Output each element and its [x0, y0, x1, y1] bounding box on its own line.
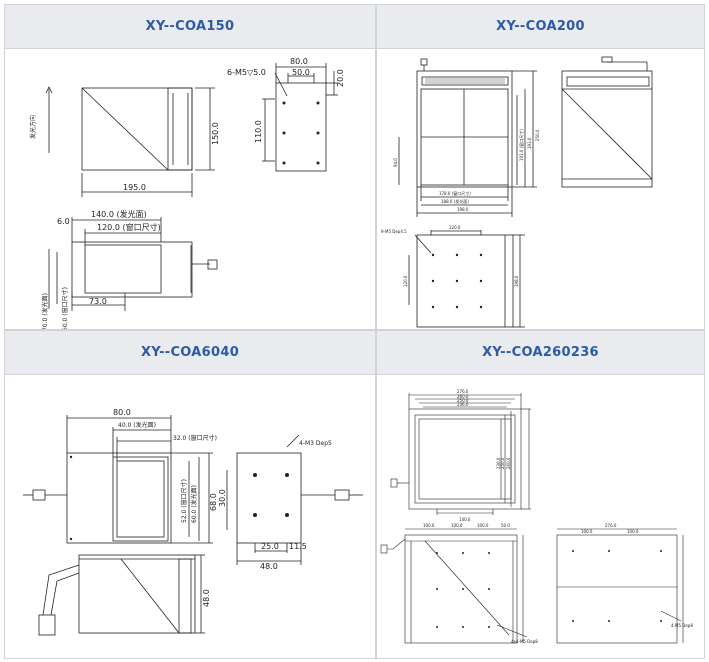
dim-140: 140.0 [459, 517, 471, 522]
dim-30: 30.0 [218, 489, 227, 507]
dim-198v: 198.0 [514, 275, 519, 287]
dim-r100b: 100.0 [627, 529, 639, 534]
holes-note-right: 4-M5 Dep8 [671, 623, 693, 628]
dim-80: 80.0 [113, 408, 131, 417]
dim-50: 50.0 [292, 68, 310, 77]
holes-note: 9-M5 Dep4.5 [381, 229, 407, 234]
dim-32: 32.0 (窗口尺寸) [173, 434, 217, 442]
coa260236-drawing: 276.0 260.0 250.0 236.0 140.0 236.0 250.… [380, 389, 693, 644]
dim-20: 20.0 [336, 69, 345, 87]
dim-v236: 236.0 [496, 457, 501, 469]
panel-coa200: XY--COA200 [376, 4, 705, 330]
dim-178: 178.0 (窗口尺寸) [439, 190, 471, 196]
dim-v250: 250.0 [500, 457, 505, 469]
dim-191: 191.0 (窗口尺寸) [518, 129, 524, 161]
dim-68: 68.0 [209, 493, 218, 511]
dim-140: 140.0 (发光面) [91, 209, 147, 219]
panel-title: XY--COA6040 [5, 331, 375, 375]
dim-73: 73.0 [89, 297, 107, 306]
dim-60: 60.0 (窗口尺寸) [61, 287, 69, 330]
coa150-drawing: 发光方向 195.0 150.0 80.0 50.0 20.0 110.0 6-… [29, 57, 345, 330]
panel-title: XY--COA150 [5, 5, 375, 49]
panel-title: XY--COA200 [377, 5, 704, 49]
panel-coa150: XY--COA150 [4, 4, 376, 330]
dim-80: 80.0 [290, 57, 308, 66]
dim-40: 40.0 (发光面) [118, 421, 156, 429]
dim-120: 120.0 [449, 225, 461, 230]
panel-title: XY--COA260236 [377, 331, 704, 375]
dim-side4: 50.0 [501, 523, 510, 528]
dim-188: 188.0 (发光面) [441, 198, 469, 204]
dim-48v: 48.0 [202, 589, 211, 607]
coa200-drawing: 178.0 (窗口尺寸) 188.0 (发光面) 198.0 191.0 (窗口… [381, 56, 653, 328]
dim-v260: 260.0 [506, 457, 511, 469]
holes-note: 6-M5▽5.0 [227, 68, 266, 77]
dim-11: 11.5 [289, 542, 307, 551]
holes-note: 4-M3 Dep5 [299, 440, 332, 447]
dim-195: 195.0 [123, 183, 146, 192]
dim-250: 250.0 [457, 398, 469, 403]
dim-52: 52.0 (窗口尺寸) [180, 479, 188, 523]
dim-150: 150.0 [211, 122, 220, 145]
dim-120v: 120.0 [403, 275, 408, 287]
dim-236: 236.0 [457, 402, 469, 407]
dim-198: 198.0 [457, 207, 469, 212]
emit-direction-label: 发光方向 [29, 115, 37, 139]
dim-side1: 100.0 [423, 523, 435, 528]
dim-260: 260.0 [457, 394, 469, 399]
dim-48: 48.0 [260, 562, 278, 571]
dim-94: 94.0 [393, 158, 398, 167]
dim-250: 250.0 [535, 129, 540, 141]
coa6040-drawing: 80.0 40.0 (发光面) 32.0 (窗口尺寸) 52.0 (窗口尺寸) … [23, 408, 363, 636]
panel-coa6040: XY--COA6040 [4, 330, 376, 659]
dim-r100a: 100.0 [581, 529, 593, 534]
dim-side3: 100.0 [477, 523, 489, 528]
dim-120: 120.0 (窗口尺寸) [97, 222, 161, 232]
dim-25: 25.0 [261, 542, 279, 551]
dim-60: 60.0 (发光面) [190, 485, 198, 523]
dim-110: 110.0 [254, 120, 263, 143]
dim-r276: 276.0 [605, 523, 617, 528]
dim-70: 70.0 (发光面) [41, 293, 49, 330]
dim-276: 276.0 [457, 389, 469, 394]
dim-6: 6.0 [57, 217, 70, 226]
dim-side2: 100.0 [451, 523, 463, 528]
holes-note-left: 4x4-M5 Dep8 [511, 639, 538, 644]
panel-coa260236: XY--COA260236 [376, 330, 705, 659]
dim-193: 193.0 [527, 137, 532, 149]
